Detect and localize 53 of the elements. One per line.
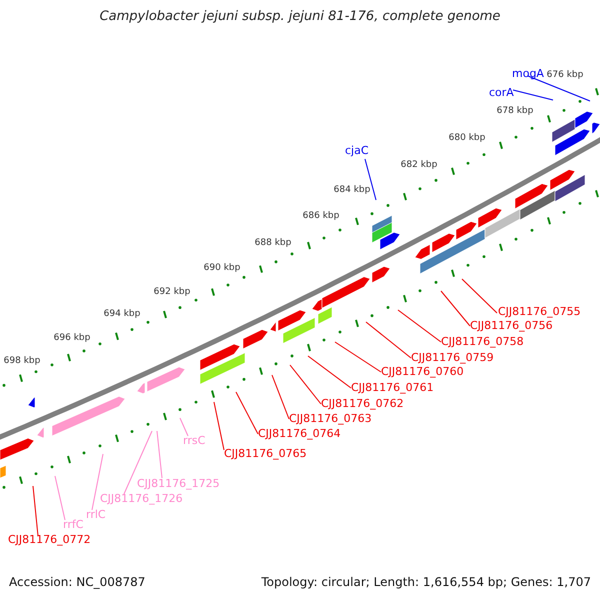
gene-label: rrfC <box>63 519 84 532</box>
leader-line <box>32 486 38 536</box>
gene-label: CJJ81176_0765 <box>224 448 307 460</box>
leader-line <box>398 310 442 342</box>
gene-label: CJJ81176_0763 <box>289 413 372 426</box>
gene-label: corA <box>489 87 514 100</box>
gene-label: CJJ81176_0761 <box>351 382 434 394</box>
tick-label: 690 kbp <box>204 264 240 274</box>
leader-line <box>290 364 322 404</box>
leader-line <box>236 392 258 434</box>
gene-label: CJJ81176_1726 <box>100 493 183 506</box>
gene-label: cjaC <box>345 145 369 158</box>
tick-label: 696 kbp <box>54 334 90 344</box>
leader-line <box>92 454 104 510</box>
leader-line <box>364 158 376 200</box>
tick-label: 698 kbp <box>4 357 40 367</box>
leader-line <box>156 430 162 478</box>
gene-label: CJJ81176_1725 <box>137 478 220 490</box>
tick-label: 682 kbp <box>400 161 438 171</box>
tick-label: 678 kbp <box>496 107 534 117</box>
leader-line <box>180 418 188 436</box>
leader-line <box>54 476 66 520</box>
gene-label: CJJ81176_0756 <box>470 320 553 332</box>
gene-label: CJJ81176_0759 <box>411 352 494 364</box>
tick-label: 680 kbp <box>448 134 486 144</box>
title: Campylobacter jejuni subsp. jejuni 81-176, complete genome <box>98 10 502 24</box>
gene-label: rrsC <box>183 435 206 448</box>
leader-line <box>272 374 290 420</box>
leader-line <box>366 322 412 358</box>
accession-text: Accession: NC_008787 <box>9 576 146 590</box>
gene-label: CJJ81176_0755 <box>498 306 581 318</box>
gene-label: CJJ81176_0760 <box>381 366 464 378</box>
gene-label: rrlC <box>86 509 106 522</box>
tick-label: 676 kbp <box>546 71 584 81</box>
gene-label: CJJ81176_0764 <box>258 428 341 440</box>
tick-label: 692 kbp <box>154 288 190 298</box>
leader-line <box>334 342 382 372</box>
tick-label: 686 kbp <box>302 212 340 222</box>
gene-label: CJJ81176_0772 <box>8 534 91 546</box>
gene-label: CJJ81176_0762 <box>321 398 404 410</box>
leader-line <box>440 290 470 326</box>
gene-label: CJJ81176_0758 <box>441 336 524 348</box>
leader-line <box>462 278 498 314</box>
leader-line <box>124 430 152 494</box>
leader-line <box>214 402 224 450</box>
leader-line <box>308 356 352 388</box>
genome-summary: Topology: circular; Length: 1,616,554 bp; Genes: 1,707 <box>261 576 591 590</box>
gene-label: mogA <box>512 68 544 80</box>
leader-line <box>528 76 590 102</box>
tick-label: 684 kbp <box>334 186 370 196</box>
leader-line <box>512 90 554 100</box>
tick-label: 688 kbp <box>254 239 292 249</box>
tick-label: 694 kbp <box>104 310 140 320</box>
